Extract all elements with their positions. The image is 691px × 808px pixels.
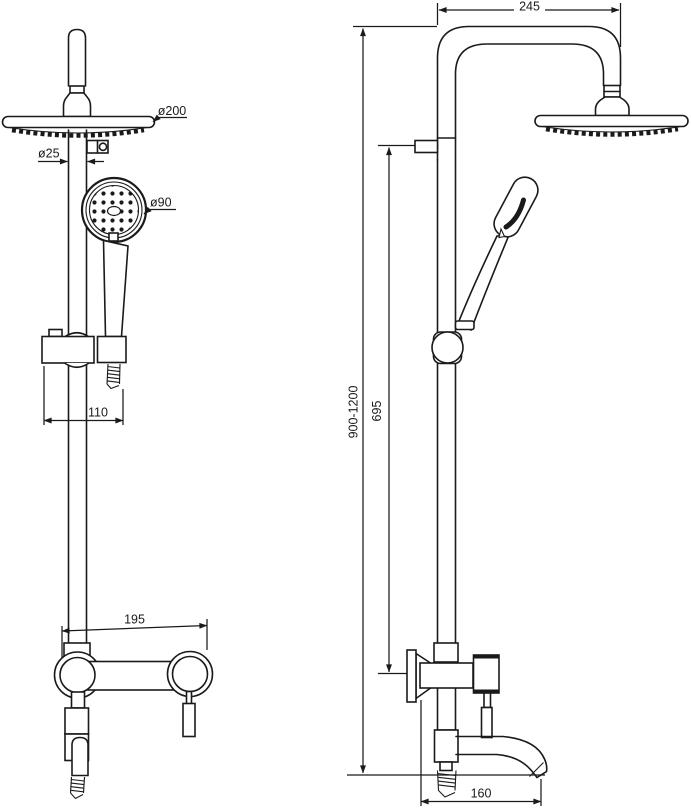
shower-column-side (436, 25, 622, 763)
dimension-pipe-diameter: ø25 (38, 147, 104, 165)
hand-shower-diameter-label: ø90 (150, 196, 172, 210)
mixer-valve-side (406, 642, 548, 798)
dimension-slider-width: 110 (43, 366, 124, 425)
rain-shower-head-side (534, 84, 689, 137)
dimension-arm-reach: 245 (436, 0, 622, 47)
diverter-cap (59, 656, 96, 694)
lever-stem-side (483, 692, 492, 709)
head-cone-fitting (62, 92, 92, 118)
mixer-body-bar (87, 660, 174, 691)
pipe-diameter-label: ø25 (38, 147, 60, 161)
mixer-lever-side (480, 706, 493, 739)
dimension-spout-length: 160 (420, 700, 542, 806)
hand-shower-handle-side (456, 234, 511, 332)
wall-bracket-side (414, 139, 439, 154)
hand-shower-handle-front (102, 232, 129, 338)
hand-shower-side (456, 176, 539, 332)
mixer-body-side (419, 662, 474, 689)
front-view: ø200 ø25 ø90 (1, 28, 214, 800)
hose-coil-slider (106, 363, 121, 390)
head-diameter-label: ø200 (158, 104, 187, 118)
mixer-width-label: 195 (124, 613, 145, 627)
dimension-hand-shower-diameter: ø90 (143, 196, 176, 215)
dimension-inlet-height: 695 (370, 144, 415, 675)
arm-reach-label: 245 (519, 0, 540, 14)
tub-spout-side (455, 735, 548, 779)
side-view: 900-1200 695 245 (347, 0, 689, 806)
slider-holder-side (431, 320, 475, 365)
hose-coil-mixer-side (436, 770, 457, 798)
slider-knob (431, 331, 464, 364)
head-nozzles-side (545, 126, 679, 137)
bracket-screw (98, 142, 108, 152)
pipe-collar-side (433, 642, 459, 663)
hose-coil-mixer-front (69, 776, 86, 800)
valve-block (472, 654, 500, 694)
hand-shower-front (80, 176, 148, 244)
valve-top-band (473, 655, 499, 659)
rain-shower-head-front (1, 115, 156, 134)
head-cone-fitting-side (594, 96, 630, 117)
column-height-label: 900-1200 (347, 386, 361, 439)
hand-shower-nub (498, 227, 506, 239)
slider-width-label: 110 (88, 406, 108, 420)
ceiling-pipe (62, 28, 92, 118)
lever-stem (185, 690, 193, 705)
mixer-valve-front (53, 642, 214, 800)
head-nozzles-front (11, 127, 145, 138)
hand-shower-head-side (493, 176, 539, 238)
inlet-height-label: 695 (370, 401, 384, 422)
valve-bottom-band (473, 689, 499, 693)
wall-flange-plate (406, 649, 417, 703)
slider-holder-front (41, 328, 127, 390)
wall-bracket-front (86, 139, 109, 154)
lever-hub (171, 655, 209, 693)
spout-front (71, 736, 89, 777)
dimension-head-diameter: ø200 (152, 104, 187, 123)
dimension-column-height: 900-1200 (347, 25, 437, 774)
spout-length-label: 160 (471, 787, 492, 801)
mixer-lever-front (182, 702, 196, 738)
dimension-mixer-width: 195 (61, 613, 208, 662)
